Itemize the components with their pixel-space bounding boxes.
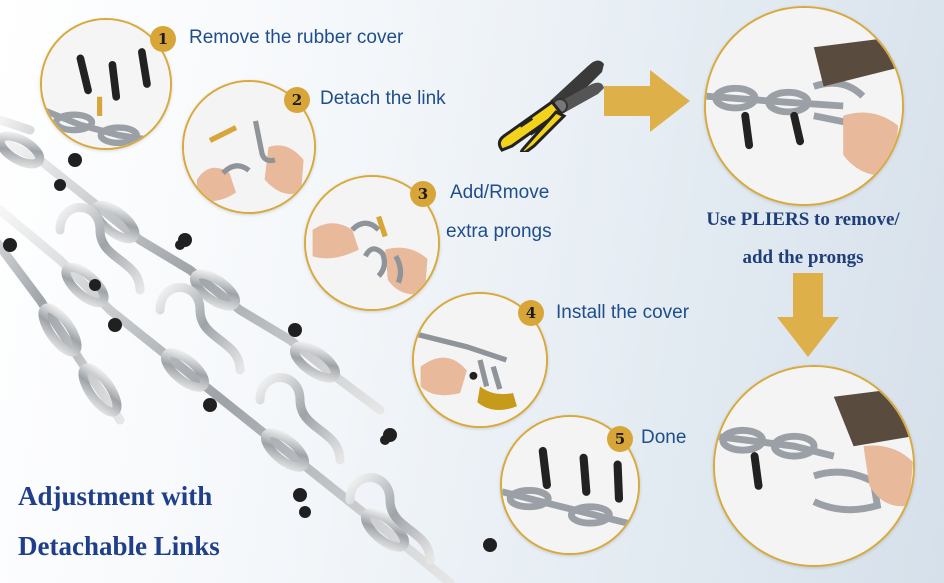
step-2-label: Detach the link xyxy=(320,88,446,109)
step-1-photo xyxy=(40,18,172,150)
step-4-badge: 4 xyxy=(518,300,544,326)
step-1-label: Remove the rubber cover xyxy=(189,27,404,48)
pliers-note-line2: add the prongs xyxy=(742,247,864,268)
pliers-add-photo xyxy=(713,365,915,567)
pliers-remove-photo xyxy=(704,6,904,206)
step-5-label: Done xyxy=(641,427,687,448)
step-3-badge: 3 xyxy=(410,181,436,207)
step-2-badge: 2 xyxy=(284,87,310,113)
pliers-icon xyxy=(497,60,604,152)
step-4-photo xyxy=(412,292,548,428)
step-3-label-line1: Add/Rmove xyxy=(450,182,550,203)
pliers-note-line1: Use PLIERS to remove/ xyxy=(706,209,900,230)
down-arrow-icon xyxy=(777,273,839,357)
step-5-badge: 5 xyxy=(607,426,633,452)
headline-line2: Detachable Links xyxy=(18,531,220,561)
step-3-label-line2: extra prongs xyxy=(446,221,552,242)
headline-line1: Adjustment with xyxy=(18,481,213,511)
step-1-badge: 1 xyxy=(150,26,176,52)
step-4-label: Install the cover xyxy=(556,302,690,323)
right-arrow-icon xyxy=(604,70,690,132)
